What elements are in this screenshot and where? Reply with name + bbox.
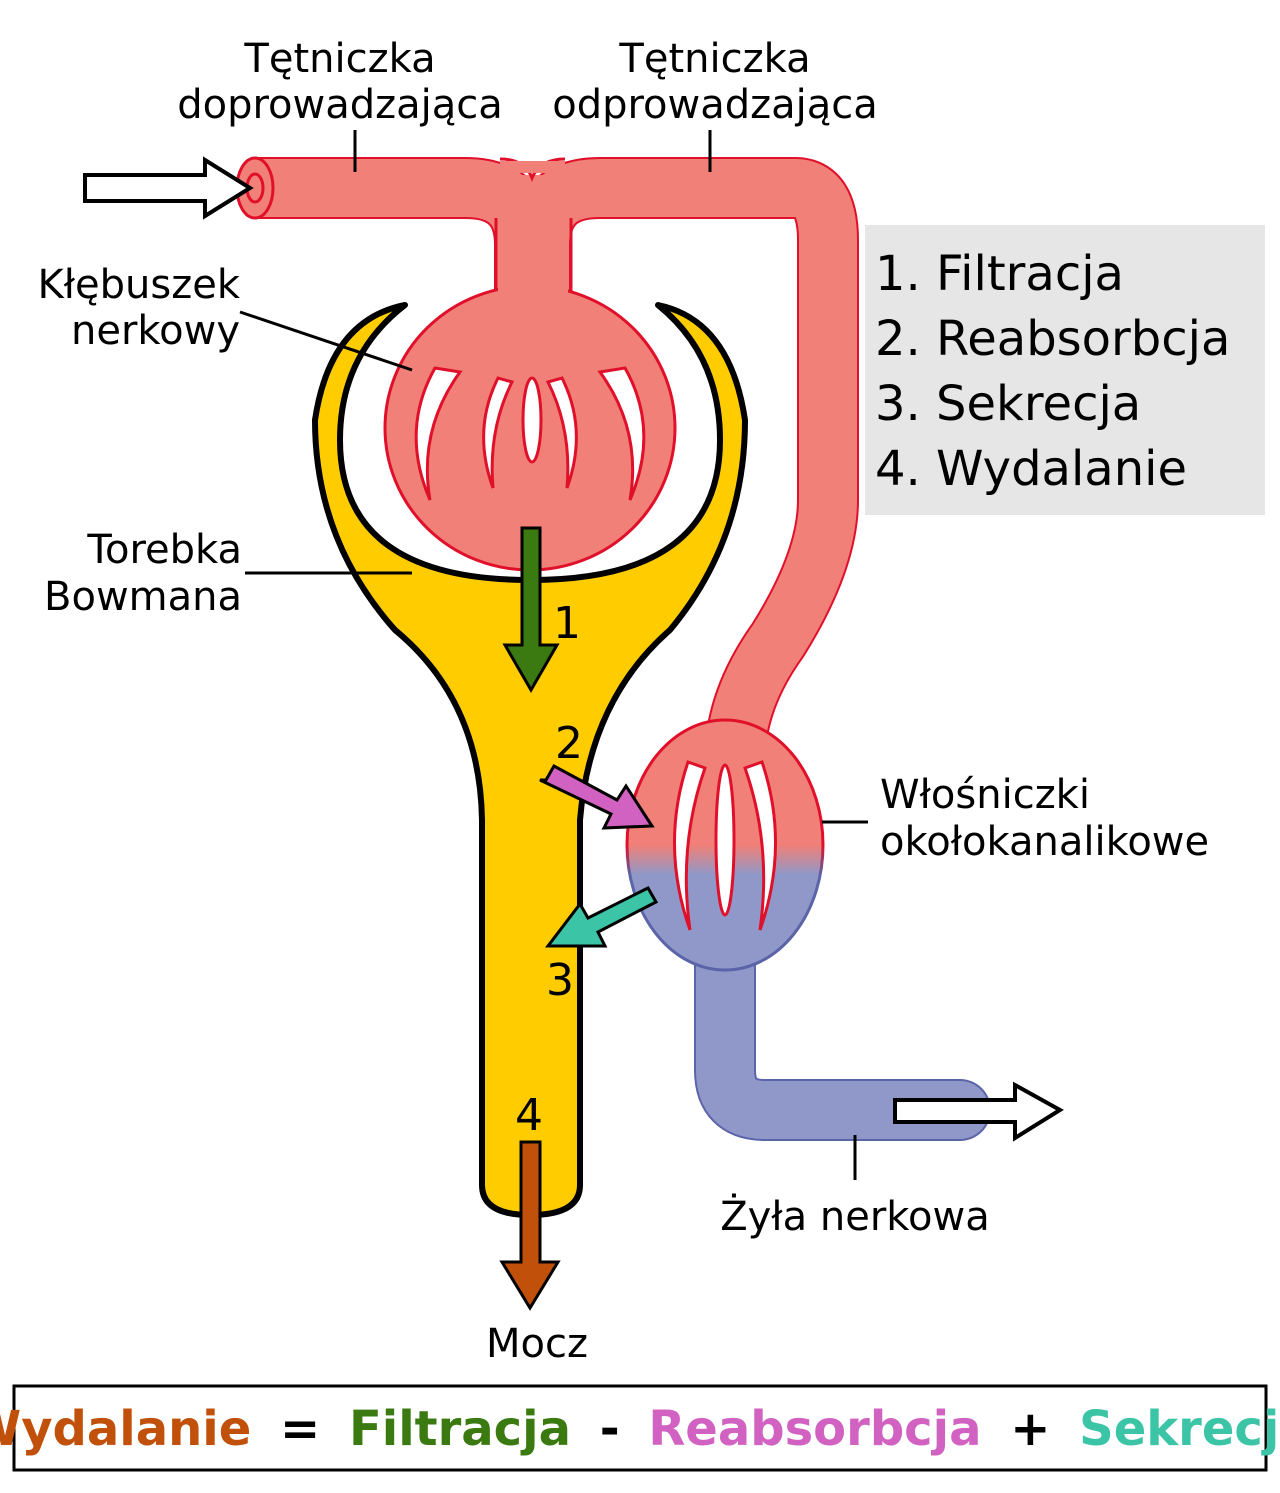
legend-box <box>865 225 1265 515</box>
peritubular-capillaries <box>625 718 825 972</box>
reabsorption-arrow <box>539 763 655 830</box>
secretion-arrow <box>544 886 659 948</box>
equation-box <box>12 1384 1268 1472</box>
label-afferent-line2: doprowadzająca <box>177 82 503 128</box>
bowman-capsule-tubule <box>312 302 748 1218</box>
inflow-arrow <box>83 156 254 220</box>
label-bowman-line1: Torebka <box>86 527 242 573</box>
label-afferent-line1: Tętniczka <box>243 36 435 82</box>
label-glomerulus-line1: Kłębuszek <box>37 262 240 308</box>
step-number-3: 3 <box>546 955 574 1006</box>
label-bowman-line2: Bowmana <box>44 574 242 620</box>
legend-item-wydalanie: 4. Wydalanie <box>875 441 1187 497</box>
step-number-1: 1 <box>553 598 581 649</box>
step-number-2: 2 <box>555 718 583 769</box>
equation-equals: = <box>280 1401 320 1457</box>
equation: Wydalanie = Filtracja - Reabsorbcja + Se… <box>0 1401 1280 1457</box>
label-capillaries-line2: okołokanalikowe <box>880 819 1209 865</box>
glomerulus <box>383 270 677 572</box>
legend-item-reabsorbcja: 2. Reabsorbcja <box>875 311 1230 367</box>
label-urine: Mocz <box>486 1321 588 1367</box>
equation-sekrecja: Sekrecja <box>1079 1401 1280 1457</box>
equation-filtracja: Filtracja <box>349 1401 571 1457</box>
arterioles <box>235 156 859 761</box>
label-glomerulus-line2: nerkowy <box>71 308 240 354</box>
equation-reabsorbcja: Reabsorbcja <box>648 1401 981 1457</box>
outflow-arrow <box>893 1081 1064 1142</box>
equation-wydalanie: Wydalanie <box>0 1401 251 1457</box>
label-efferent-line1: Tętniczka <box>618 36 810 82</box>
legend-item-sekrecja: 3. Sekrecja <box>875 376 1141 432</box>
legend-item-filtracja: 1. Filtracja <box>875 246 1124 302</box>
label-renal-vein: Żyła nerkowa <box>720 1192 990 1240</box>
excretion-arrow <box>499 1140 561 1311</box>
equation-plus: + <box>1010 1401 1050 1457</box>
label-capillaries-line1: Włośniczki <box>880 772 1090 818</box>
step-number-4: 4 <box>515 1090 543 1141</box>
renal-vein <box>694 929 991 1141</box>
pointer-lines <box>239 130 868 1180</box>
label-efferent-line2: odprowadzająca <box>552 82 878 128</box>
filtration-arrow <box>502 526 560 693</box>
equation-minus: - <box>600 1401 620 1457</box>
